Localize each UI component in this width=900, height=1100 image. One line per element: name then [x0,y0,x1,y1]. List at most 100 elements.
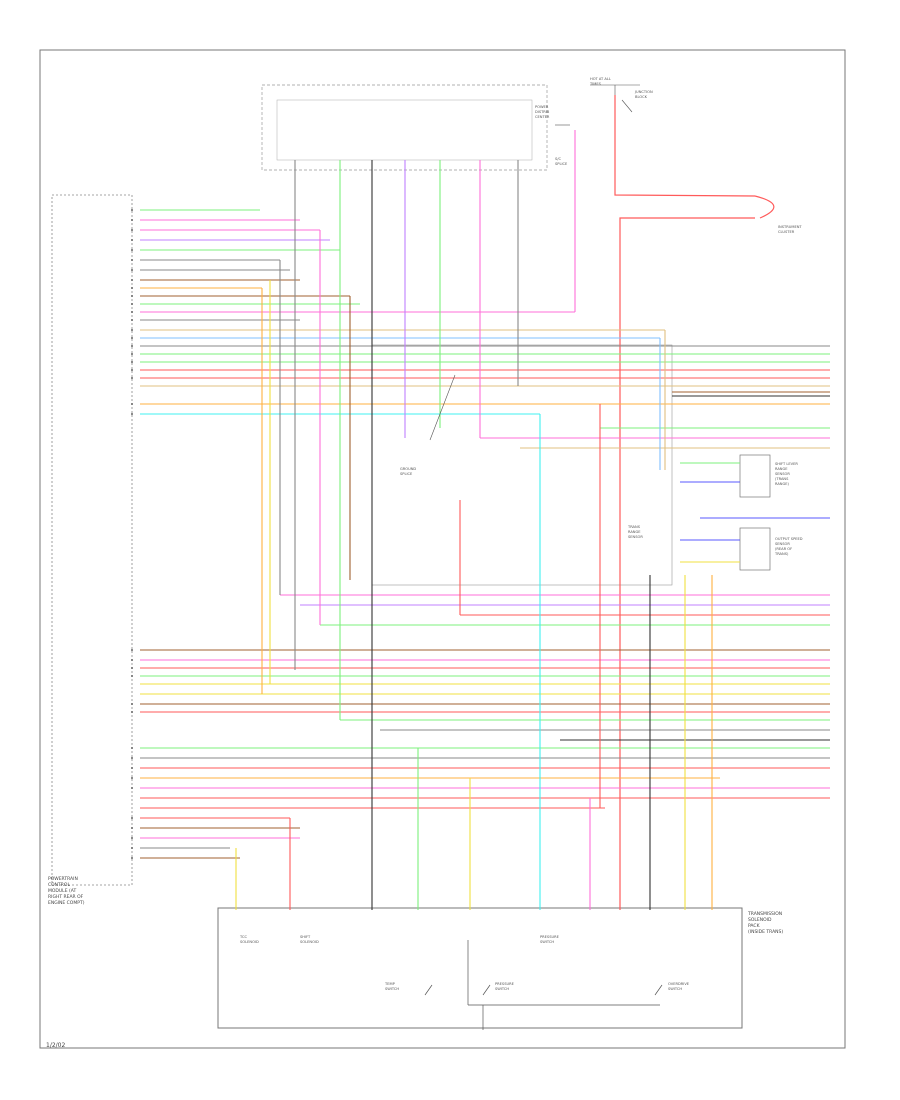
shift-solenoid-label-1: SHIFT [300,935,311,939]
pressure-switch-2-label-2: SWITCH [495,987,509,991]
right-harness-lines [480,361,830,563]
speed-sensor-label-4: TRANS) [774,552,789,556]
svg-text:TEMP: TEMP [384,982,396,986]
trans-range-label-2: RANGE [628,530,641,534]
svg-text:RANGE): RANGE) [775,482,790,486]
svg-text:SOLENOID: SOLENOID [748,917,772,923]
svg-text:POWERTRAIN: POWERTRAIN [48,876,78,882]
svg-text:SPLICE: SPLICE [555,162,568,166]
pcm-harness-lines [140,209,830,415]
top-splice-detail [555,84,640,126]
speed-sensor-label-3: (REAR OF [775,547,792,551]
ground-leader [429,374,456,441]
top-module-label-2: DISTRIB [535,110,550,114]
svg-text:PRESSURE: PRESSURE [495,982,515,986]
tcc-solenoid-label-1: TCC [239,935,247,939]
svg-text:(TRANS: (TRANS [775,477,789,481]
temp-switch-label-1: TEMP [384,982,396,986]
ground-splice-label-1: GROUND [400,467,416,471]
svg-text:TRANSMISSION: TRANSMISSION [747,911,782,917]
splice-label-2: SPLICE [555,162,568,166]
svg-text:CENTER: CENTER [535,115,550,119]
svg-text:OVERDRIVE: OVERDRIVE [668,982,690,986]
power-fuse-label-1: HOT AT ALL [590,77,611,81]
top-connector-block [261,84,548,171]
power-fuse-label-2: TIMES [589,82,602,86]
svg-text:TIMES: TIMES [589,82,602,86]
svg-text:SOLENOID: SOLENOID [240,940,259,944]
range-sensor-label-3: SENSOR [775,472,790,476]
svg-text:(INSIDE TRANS): (INSIDE TRANS) [748,929,783,935]
solenoid-pack-label-1: TRANSMISSION [747,911,782,917]
top-module-label-3: CENTER [535,115,550,119]
range-sensor-label-2: RANGE [775,467,788,471]
svg-text:SENSOR: SENSOR [775,542,790,546]
trans-range-label-1: TRANS [627,525,641,529]
footer-code: 1/2/02 [46,1042,66,1049]
overdrive-switch-label-2: SWITCH [668,987,682,991]
svg-text:SWITCH: SWITCH [668,987,682,991]
svg-text:OUTPUT SPEED: OUTPUT SPEED [775,537,803,541]
bottom-switch-contacts [424,940,663,1030]
pcm-label-1: POWERTRAIN [48,876,78,882]
svg-text:SENSOR: SENSOR [628,535,643,539]
svg-text:PACK: PACK [748,923,761,929]
svg-text:SWITCH: SWITCH [385,987,399,991]
svg-text:S/C: S/C [555,157,561,161]
svg-text:HOT AT ALL: HOT AT ALL [590,77,611,81]
pcm-label-4: RIGHT REAR OF [48,894,84,900]
pcm-label-5: ENGINE COMPT) [48,900,85,906]
range-sensor-label-5: RANGE) [775,482,790,486]
svg-text:SWITCH: SWITCH [540,940,554,944]
temp-switch-label-2: SWITCH [385,987,399,991]
svg-text:ENGINE COMPT): ENGINE COMPT) [48,900,85,906]
svg-text:SHIFT LEVER: SHIFT LEVER [775,462,798,466]
svg-text:GROUND: GROUND [400,467,416,471]
instrument-label-1: INSTRUMENT [778,225,802,229]
range-sensor-label-4: (TRANS [775,477,789,481]
svg-text:TRANS: TRANS [627,525,641,529]
svg-text:SHIFT: SHIFT [300,935,311,939]
top-module-label-1: POWER [535,105,549,109]
solenoid-pack-label-3: PACK [748,923,761,929]
speed-sensor-connector [739,527,771,571]
range-sensor-label-1: SHIFT LEVER [775,462,798,466]
svg-text:TCC: TCC [239,935,247,939]
lower-harness-lines [140,594,830,859]
vertical-wires [235,130,713,910]
range-sensor-connector [739,454,771,498]
svg-text:(REAR OF: (REAR OF [775,547,792,551]
svg-text:SPLICE: SPLICE [400,472,413,476]
speed-sensor-label-2: SENSOR [775,542,790,546]
top-connector-inner [276,99,533,161]
pressure-switch-label-2: SWITCH [540,940,554,944]
trans-range-label-3: SENSOR [628,535,643,539]
speed-sensor-label-1: OUTPUT SPEED [775,537,803,541]
pcm-pin-markers [131,209,133,859]
svg-text:CLUSTER: CLUSTER [778,230,795,234]
pressure-switch-2-label-1: PRESSURE [495,982,515,986]
top-right-label-1: JUNCTION [634,90,653,94]
svg-text:SOLENOID: SOLENOID [300,940,319,944]
svg-text:RANGE: RANGE [628,530,641,534]
svg-text:PRESSURE: PRESSURE [540,935,560,939]
svg-text:DISTRIB: DISTRIB [535,110,550,114]
svg-text:RANGE: RANGE [775,467,788,471]
tcc-solenoid-label-2: SOLENOID [240,940,259,944]
power-feed-wire-2 [619,217,755,910]
solenoid-pack-label-2: SOLENOID [748,917,772,923]
splice-label-1: S/C [555,157,561,161]
svg-text:POWER: POWER [535,105,549,109]
svg-text:CONTROL: CONTROL [48,882,70,888]
instrument-label-2: CLUSTER [778,230,795,234]
pressure-switch-label-1: PRESSURE [540,935,560,939]
svg-text:JUNCTION: JUNCTION [634,90,653,94]
solenoid-pack-label-4: (INSIDE TRANS) [748,929,783,935]
svg-text:BLOCK: BLOCK [635,95,648,99]
overdrive-switch-label-1: OVERDRIVE [668,982,690,986]
shift-solenoid-label-2: SOLENOID [300,940,319,944]
pcm-label-3: MODULE (AT [48,888,76,894]
power-feed-wire [614,95,756,197]
diagram-frame [39,49,846,1049]
